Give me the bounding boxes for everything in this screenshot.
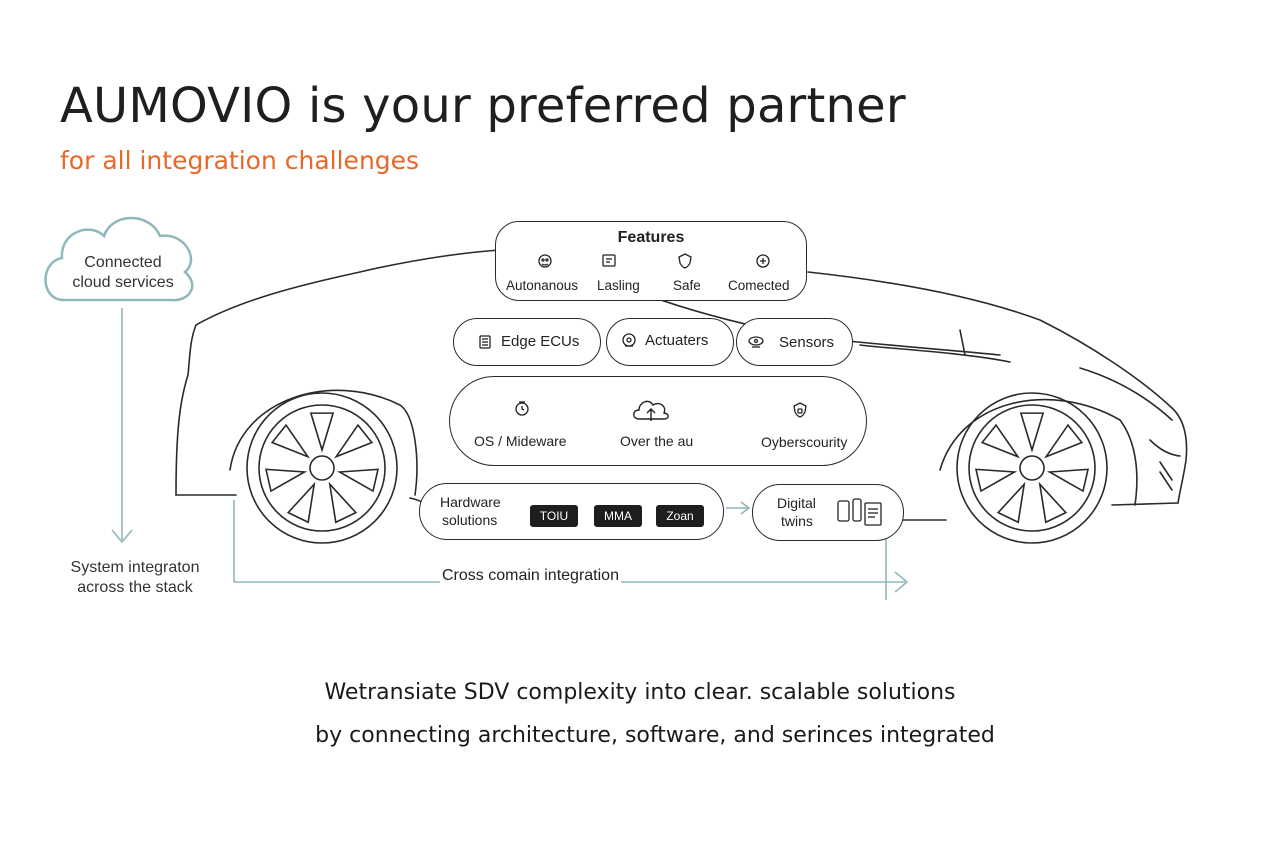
- wheel-spoke: [309, 412, 335, 453]
- wheel-spoke: [1038, 481, 1068, 524]
- wheel-spoke: [333, 423, 374, 459]
- edge-ecus-pill: Edge ECUs: [453, 318, 601, 366]
- software-panel: OS / Mideware Over the au Oyberscourity: [449, 376, 867, 466]
- wheel-spoke: [974, 468, 1018, 493]
- hardware-label-line2: solutions: [442, 512, 498, 528]
- cloud-icon: [44, 216, 194, 302]
- system-integration-line1: System integraton: [70, 559, 200, 576]
- hardware-label-line1: Hardware: [440, 494, 501, 510]
- software-label: Over the au: [620, 433, 694, 449]
- page-subtitle: for all integration challenges: [60, 146, 420, 175]
- feature-label: Safe: [673, 278, 701, 293]
- actuators-pill: Actuaters: [606, 318, 734, 366]
- system-integration-label: System integraton across the stack: [50, 558, 220, 598]
- wheel-spoke: [264, 468, 308, 493]
- gear-icon: [620, 331, 638, 349]
- sensors-label: Sensors: [779, 334, 835, 351]
- digital-twins-line2: twins: [781, 513, 813, 529]
- software-label: Oyberscourity: [761, 434, 848, 450]
- front-wheel: [246, 392, 398, 544]
- car-outline: [175, 249, 1188, 521]
- tablet-icon: [600, 252, 618, 270]
- edge-ecus-label: Edge ECUs: [501, 333, 580, 350]
- rear-wheel: [956, 392, 1108, 544]
- hardware-chip: Zoan: [656, 505, 704, 527]
- wheel-spoke: [328, 481, 358, 524]
- wheel-spoke: [980, 423, 1021, 459]
- cloud-label-line2: cloud services: [72, 274, 174, 291]
- wheel-spoke: [996, 481, 1026, 524]
- software-label: OS / Mideware: [474, 433, 567, 449]
- footer-line1: Wetransiate SDV complexity into clear. s…: [324, 680, 956, 705]
- wheel-spoke: [1019, 412, 1045, 453]
- wheel-spoke: [270, 423, 311, 459]
- sensors-pill: Sensors: [736, 318, 853, 366]
- devices-icon: [835, 495, 885, 531]
- link-icon: [754, 252, 772, 270]
- wheel-spoke: [336, 468, 380, 493]
- shield-icon: [676, 252, 694, 270]
- hardware-chip: MMA: [594, 505, 642, 527]
- cloud-label-line1: Connected: [84, 254, 162, 271]
- actuators-label: Actuaters: [645, 332, 709, 349]
- wheel-spoke: [1046, 468, 1089, 493]
- chip-icon: [476, 333, 494, 351]
- cloud-label: Connected cloud services: [58, 253, 188, 293]
- hardware-chip: TOIU: [530, 505, 578, 527]
- digital-twins-line1: Digital: [777, 495, 816, 511]
- cloud-upload-icon: [631, 395, 671, 425]
- wheel-spoke: [1043, 423, 1084, 459]
- integration-arrow-down: [111, 308, 133, 544]
- robot-icon: [536, 252, 554, 270]
- lock-icon: [791, 401, 809, 419]
- features-title: Features: [617, 229, 685, 246]
- hardware-panel: Hardware solutions TOIU MMA Zoan: [419, 483, 724, 540]
- feature-label: Lasling: [597, 278, 640, 293]
- system-integration-line2: across the stack: [77, 579, 193, 596]
- feature-label: Autonanous: [506, 278, 579, 293]
- features-panel: Features Autonanous Lasling Safe Comecte…: [495, 221, 807, 301]
- digital-twins-panel: Digital twins: [752, 484, 904, 541]
- clock-icon: [513, 399, 531, 417]
- page-title: AUMOVIO is your preferred partner: [60, 78, 906, 134]
- sensor-icon: [747, 333, 765, 351]
- feature-label: Comected: [728, 278, 790, 293]
- cross-domain-label: Cross comain integration: [440, 567, 621, 585]
- wheel-spoke: [286, 481, 316, 524]
- footer-line2: by connecting architecture, software, an…: [315, 723, 995, 748]
